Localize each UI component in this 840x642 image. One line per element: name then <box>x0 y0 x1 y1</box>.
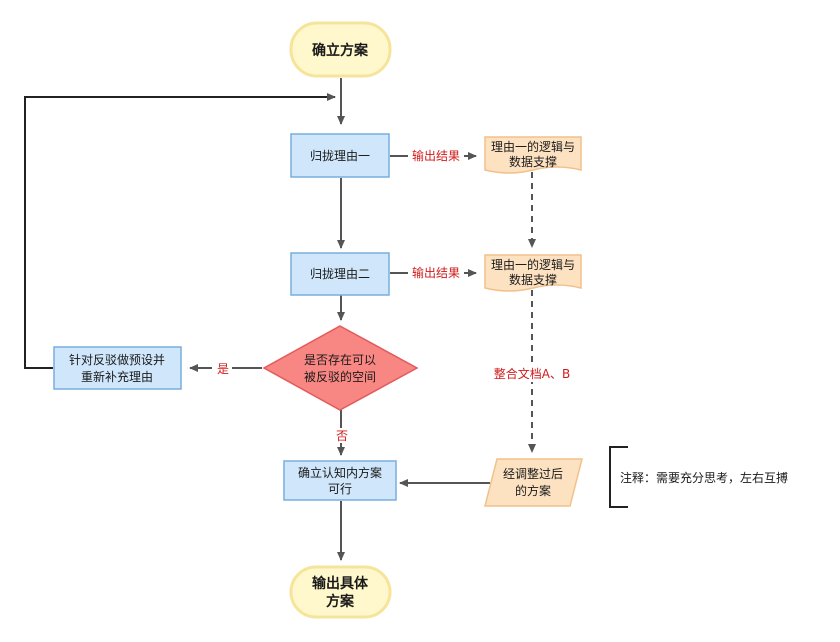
node-rebut-line2: 重新补充理由 <box>81 369 153 384</box>
annotation-note: 注释：需要充分思考，左右互搏 <box>609 446 788 508</box>
node-doc2-line2: 数据支撑 <box>509 272 557 287</box>
node-doc1-line1: 理由一的逻辑与 <box>491 139 575 154</box>
node-adjusted-line1: 经调整过后 <box>503 466 563 481</box>
node-start-label: 确立方案 <box>312 42 369 59</box>
edge-label-no: 否 <box>336 429 348 443</box>
node-confirm-line2: 可行 <box>328 482 352 496</box>
edge-label-output2: 输出结果 <box>412 265 460 280</box>
node-doc1: 理由一的逻辑与 数据支撑 <box>484 136 582 174</box>
node-end-line1: 输出具体 <box>312 575 369 592</box>
node-doc2: 理由一的逻辑与 数据支撑 <box>484 254 582 292</box>
node-reason2-label: 归拢理由二 <box>310 267 370 281</box>
edge-rebut-loop <box>24 93 336 369</box>
edge-label-output1: 输出结果 <box>412 148 460 163</box>
annotation-note-text: 注释：需要充分思考，左右互搏 <box>620 470 788 485</box>
node-confirm-line1: 确立认知内方案 <box>298 465 382 480</box>
annotation-bracket <box>609 446 628 508</box>
edge-label-yes: 是 <box>217 362 229 376</box>
node-reason2: 归拢理由二 <box>290 252 390 296</box>
node-end-line2: 方案 <box>326 593 355 610</box>
node-decision-line1: 是否存在可以 <box>304 353 376 367</box>
node-adjusted: 经调整过后 的方案 <box>484 458 583 507</box>
node-decision: 是否存在可以 被反驳的空间 <box>262 325 419 411</box>
node-confirm: 确立认知内方案 可行 <box>283 460 397 501</box>
node-reason1: 归拢理由一 <box>290 133 390 178</box>
node-decision-line2: 被反驳的空间 <box>304 369 376 384</box>
node-reason1-label: 归拢理由一 <box>310 149 370 163</box>
node-start: 确立方案 <box>289 21 392 78</box>
node-rebut: 针对反驳做预设并 重新补充理由 <box>53 346 182 390</box>
node-doc2-line1: 理由一的逻辑与 <box>491 257 575 272</box>
node-doc1-line2: 数据支撑 <box>509 154 557 169</box>
node-rebut-line1: 针对反驳做预设并 <box>69 352 165 367</box>
edge-label-merge: 整合文档A、B <box>494 366 570 381</box>
node-end: 输出具体 方案 <box>289 565 392 619</box>
node-adjusted-line2: 的方案 <box>515 483 551 498</box>
edge-labels: 输出结果 输出结果 整合文档A、B 是 否 <box>212 148 576 443</box>
